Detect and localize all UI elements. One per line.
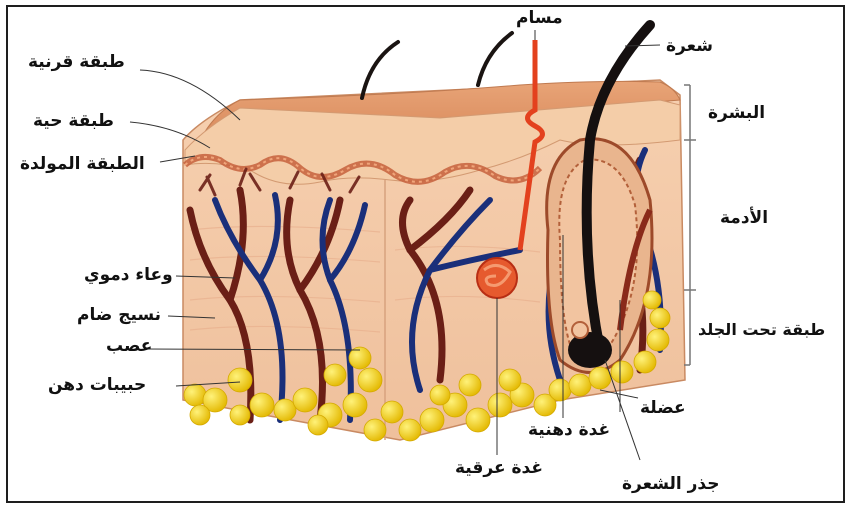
label-hair: شعرة (666, 38, 713, 55)
label-dermis: الأدمة (720, 210, 768, 227)
label-blood-vessel: وعاء دموي (84, 267, 173, 284)
label-pore: مسام (516, 10, 563, 27)
label-hair-root: جذر الشعرة (622, 476, 720, 493)
label-nerve: عصب (106, 338, 152, 355)
label-horny-layer: طبقة قرنية (28, 54, 125, 71)
label-epidermis: البشرة (708, 105, 765, 122)
label-fat-globules: حبيبات دهن (48, 377, 146, 394)
layer-bracket (684, 85, 696, 365)
label-living-layer: طبقة حية (33, 113, 114, 130)
label-connective-tissue: نسيج ضام (77, 307, 161, 324)
label-sweat-gland: غدة عرقية (455, 460, 543, 477)
hair-follicle (547, 25, 652, 373)
label-sebaceous-gland: غدة دهنية (528, 422, 610, 439)
label-muscle: عضلة (640, 400, 686, 417)
label-basal-layer: الطبقة المولدة (20, 156, 145, 173)
label-hypodermis: طبقة تحت الجلد (698, 322, 825, 338)
